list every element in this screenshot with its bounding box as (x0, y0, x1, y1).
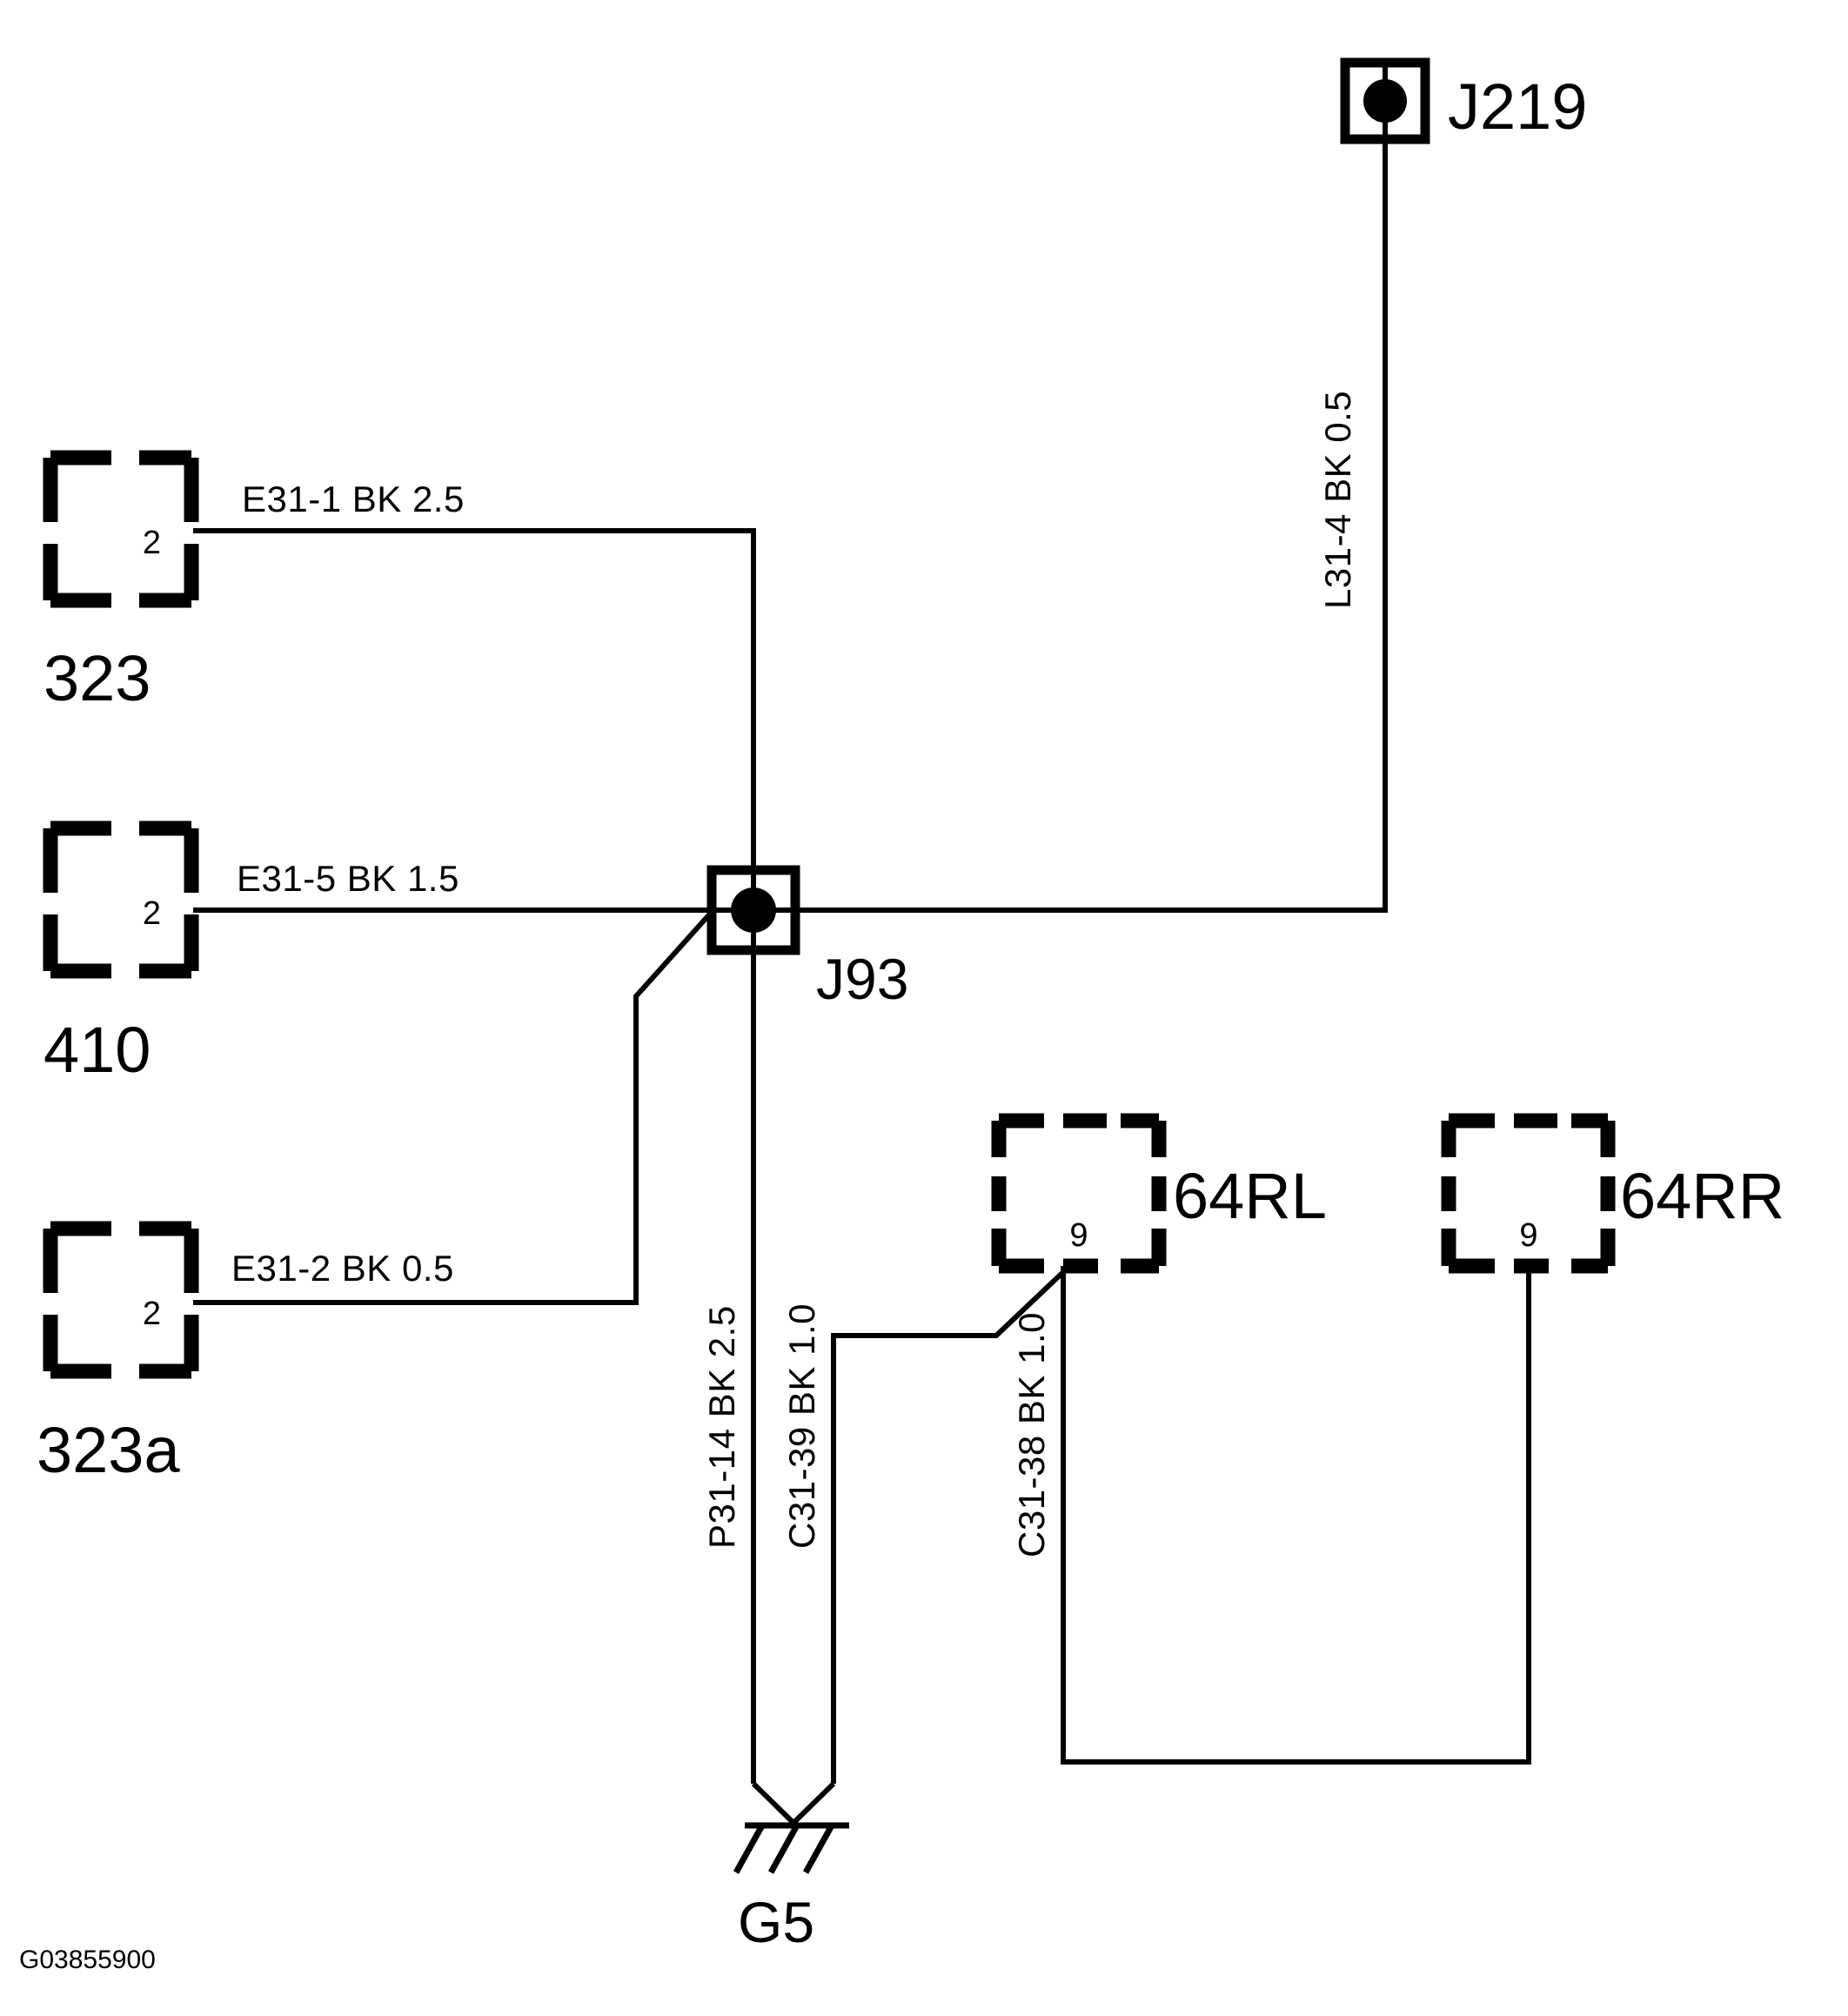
connector-64rl-outline (991, 1113, 1167, 1274)
connector-323a-outline (43, 1221, 199, 1379)
splice-j93-label: J93 (816, 947, 908, 1011)
splice-j219[interactable]: J219 (1340, 57, 1587, 144)
connector-323-name: 323 (44, 642, 151, 714)
connector-323-pin-label: 2 (143, 525, 161, 561)
connector-64rr-pin-label: 9 (1519, 1217, 1537, 1254)
wire-p31-14[interactable]: P31-14 BK 2.5 (701, 1305, 742, 1549)
wire-c31-39[interactable]: C31-39 BK 1.0 (781, 1269, 1066, 1784)
wire-c31-38-label: C31-38 BK 1.0 (1011, 1312, 1052, 1557)
wire-p31-14-label: P31-14 BK 2.5 (701, 1305, 742, 1549)
ground-g5[interactable]: G5 (733, 1781, 849, 1954)
wire-l31-4[interactable]: L31-4 BK 0.5 (795, 139, 1388, 913)
wire-e31-2[interactable]: E31-2 BK 0.5 (193, 909, 714, 1305)
splice-j219-dot (1363, 79, 1407, 123)
wire-l31-4-label: L31-4 BK 0.5 (1317, 391, 1358, 609)
connector-410[interactable]: 2 410 (43, 820, 199, 1086)
connector-64rl-name: 64RL (1173, 1160, 1327, 1232)
connector-323[interactable]: 2 323 (43, 450, 199, 714)
connector-64rr-outline (1441, 1113, 1616, 1274)
wire-e31-5[interactable]: E31-5 BK 1.5 (193, 858, 753, 913)
connector-410-name: 410 (44, 1014, 151, 1086)
connector-323-outline (43, 450, 199, 608)
connector-64rr[interactable]: 9 64RR (1441, 1113, 1784, 1274)
connector-64rr-name: 64RR (1620, 1160, 1784, 1232)
splice-j93-dot (731, 887, 776, 933)
wire-c31-38[interactable]: C31-38 BK 1.0 (1011, 1266, 1531, 1765)
ground-g5-label: G5 (738, 1890, 814, 1954)
connector-64rl-pin-label: 9 (1069, 1217, 1088, 1254)
wire-e31-1[interactable]: E31-1 BK 2.5 (193, 479, 756, 922)
connector-410-pin-label: 2 (143, 895, 161, 932)
wire-e31-5-label: E31-5 BK 1.5 (237, 858, 459, 899)
connector-323a-pin-label: 2 (143, 1296, 161, 1332)
wire-e31-1-label: E31-1 BK 2.5 (242, 479, 465, 519)
connector-323a-name: 323a (37, 1414, 180, 1486)
wire-e31-2-label: E31-2 BK 0.5 (231, 1248, 454, 1289)
ground-g5-hatch (733, 1822, 849, 1874)
document-id-code: G03855900 (19, 1946, 156, 1974)
connector-410-outline (43, 820, 199, 979)
wire-c31-39-label: C31-39 BK 1.0 (781, 1303, 822, 1549)
connector-64rl[interactable]: 9 64RL (991, 1113, 1327, 1274)
connector-323a[interactable]: 2 323a (37, 1221, 199, 1486)
splice-j219-label: J219 (1448, 70, 1587, 143)
